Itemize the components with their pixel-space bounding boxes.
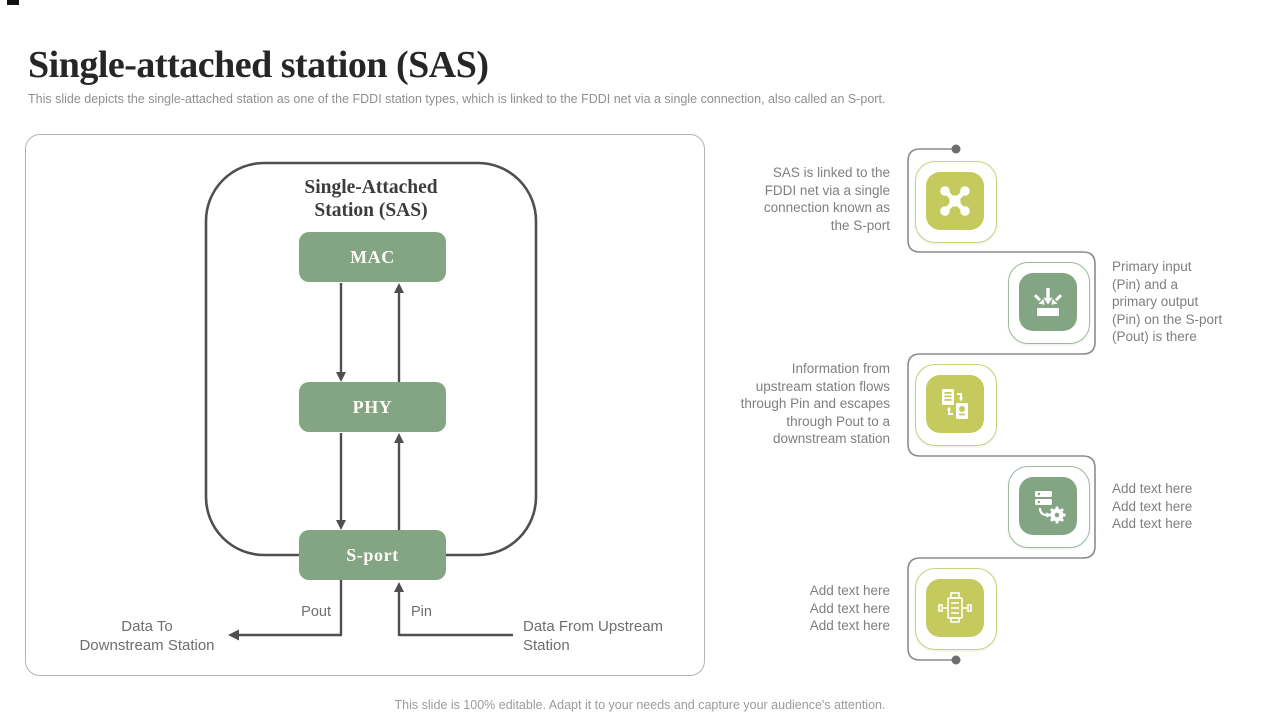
station-title-line1: Single-Attached — [304, 177, 438, 198]
sas-diagram-panel: Single-Attached Station (SAS) MAC PHY S-… — [25, 134, 705, 676]
diagram-arrows — [228, 283, 513, 641]
timeline-text-2: Primary input (Pin) and a primary output… — [1112, 259, 1223, 344]
page-title: Single-attached station (SAS) — [28, 44, 489, 87]
slide-subtitle: This slide depicts the single-attached s… — [28, 91, 886, 106]
timeline-icon-card-5 — [915, 568, 997, 650]
connector-start-dot — [951, 144, 961, 154]
phy-box: PHY — [299, 382, 446, 432]
data-exchange-icon — [926, 375, 984, 433]
network-nodes-icon — [926, 172, 984, 230]
timeline-text-3: Information from upstream station flows … — [740, 361, 890, 446]
sport-box: S-port — [299, 530, 446, 580]
mac-box: MAC — [299, 232, 446, 282]
machine-icon — [926, 579, 984, 637]
timeline-text-4: Add text here Add text here Add text her… — [1112, 481, 1193, 531]
process-gear-icon — [1019, 477, 1077, 535]
station-title: Single-Attached Station (SAS) — [206, 177, 536, 222]
data-to-downstream-label: Data To Downstream Station — [79, 618, 215, 654]
timeline-text-5: Add text here Add text here Add text her… — [809, 583, 890, 633]
timeline-text-1: SAS is linked to the FDDI net via a sing… — [763, 165, 890, 233]
timeline-icon-card-3 — [915, 364, 997, 446]
top-left-crop-mark — [7, 0, 19, 5]
timeline-icon-card-2 — [1008, 262, 1090, 344]
timeline-connector — [907, 144, 1096, 665]
connector-end-dot — [951, 655, 961, 665]
data-from-upstream-label: Data From Upstream Station — [523, 618, 664, 654]
pin-label: Pin — [411, 604, 432, 620]
slide-footer-note: This slide is 100% editable. Adapt it to… — [394, 698, 886, 712]
pout-label: Pout — [301, 604, 331, 620]
timeline-icon-card-1 — [915, 161, 997, 243]
timeline-icon-card-4 — [1008, 466, 1090, 548]
station-title-line2: Station (SAS) — [314, 199, 428, 221]
inbox-arrows-icon — [1019, 273, 1077, 331]
